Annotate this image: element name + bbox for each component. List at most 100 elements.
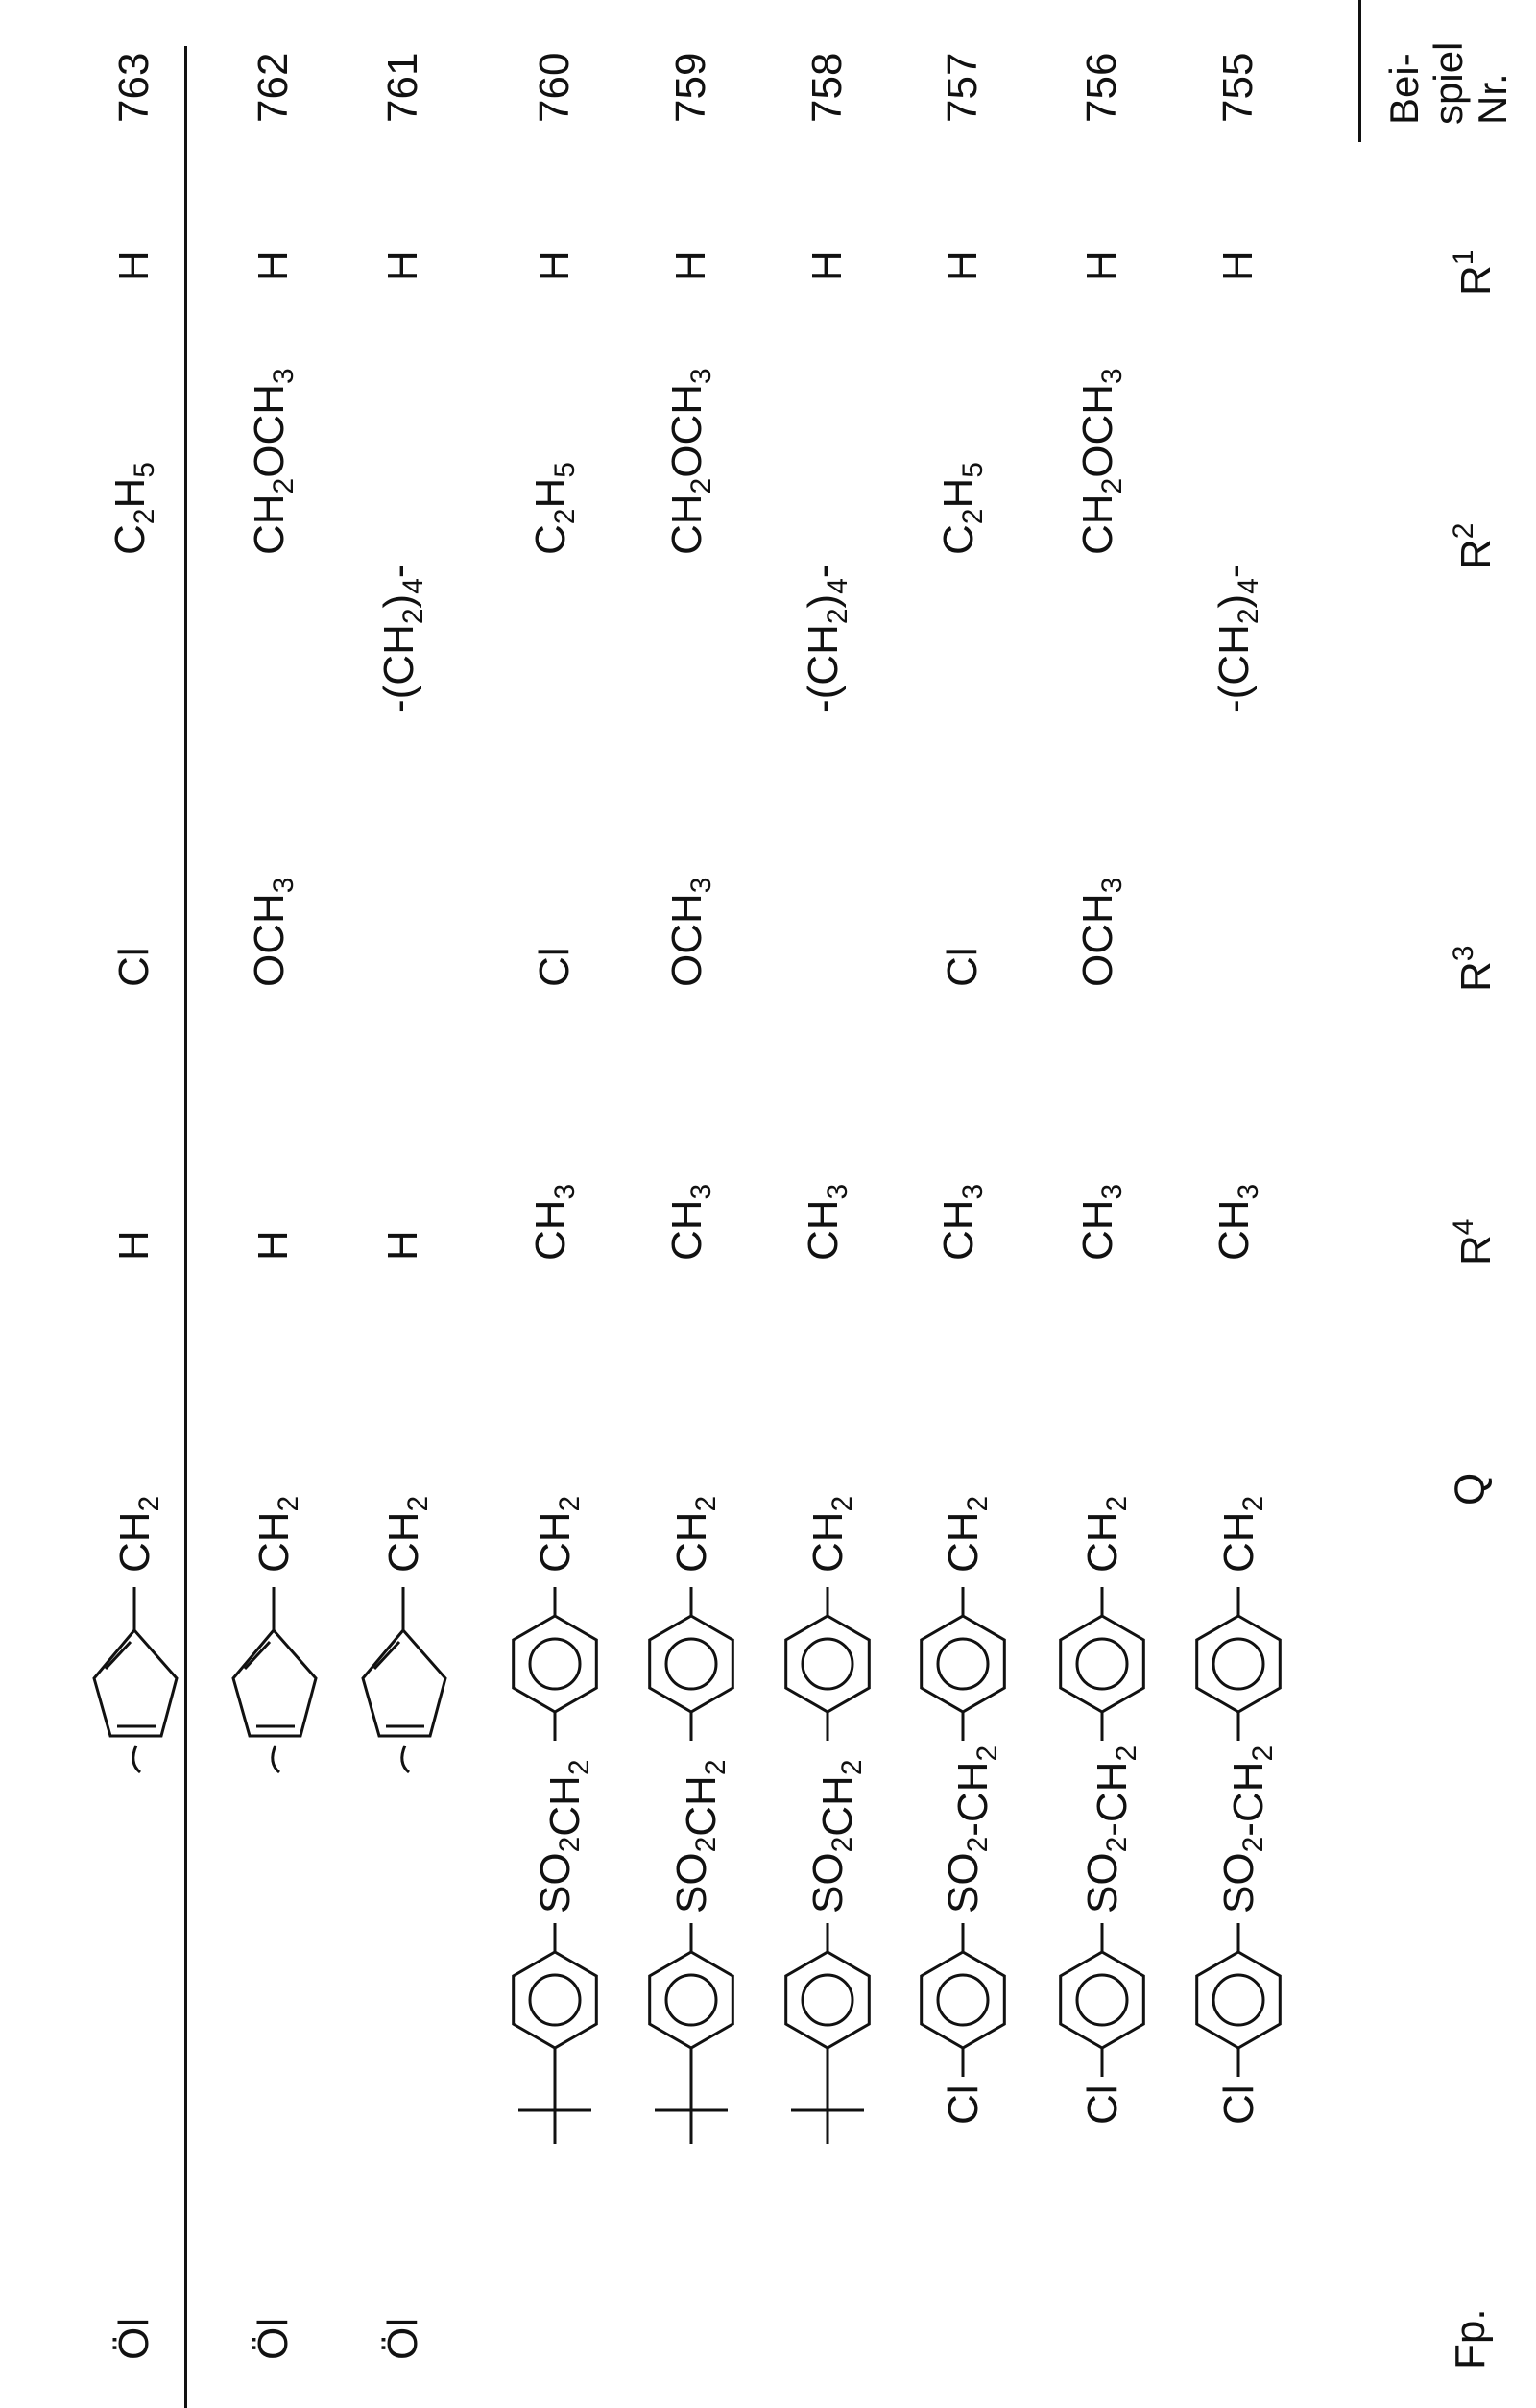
q-sulfonyl-methylene: SO2-CH2 [1215,1746,1279,1914]
q-structure-svg: CH2SO2CH2 [770,1457,885,2245]
r4-value: CH3 [666,1184,716,1261]
q-ch2-prefix: CH2 [1079,1496,1133,1573]
example-number: 762 [252,53,295,123]
header-r4: R4 [1450,1219,1498,1265]
r3-value: Cl [113,947,156,987]
q-ch2-prefix: CH2 [251,1496,304,1573]
example-number: 760 [534,53,576,123]
q-sulfonyl-methylene: SO2CH2 [668,1759,732,1914]
q-phenyl-1-aromatic-circle [938,1639,988,1689]
r3-value: Cl [534,947,576,987]
header-r2: R2 [1450,523,1498,569]
q-cyclopentene-ring [363,1630,445,1736]
q-phenyl-2-aromatic-circle [1077,1975,1127,2025]
q-ch2-prefix: CH2 [668,1496,722,1573]
r1-value: H [806,251,849,281]
q-structure: CH2 [346,1457,461,2245]
q-structure-svg: CH2 [216,1457,331,2245]
r4-value: CH3 [1077,1184,1127,1261]
r4-value: CH3 [938,1184,988,1261]
q-phenyl-2-ring [514,1952,597,2048]
q-ch2-prefix: CH2 [380,1496,434,1573]
header-r1: R1 [1450,250,1498,296]
q-structure-svg: CH2SO2-CH2Cl [1044,1457,1160,2245]
r2-value: C2H5 [109,462,159,555]
example-number: 757 [942,53,984,123]
r4-value: H [252,1230,295,1261]
header-r2-letter: R [1452,539,1500,569]
q-phenyl-2-ring [786,1952,870,2048]
header-example-line3: Nr. [1471,42,1515,125]
r1-value: H [670,251,712,281]
example-number: 756 [1081,53,1123,123]
q-ch2-prefix: CH2 [804,1496,858,1573]
q-structure-svg: CH2 [77,1457,192,2245]
header-r4-letter: R [1452,1235,1500,1265]
q-attachment-wave [133,1746,140,1772]
q-cyclopentene-ring [94,1630,177,1736]
r3-value: OCH3 [1077,878,1127,987]
q-phenyl-1-ring [1197,1616,1281,1712]
q-ch2-prefix: CH2 [111,1496,165,1573]
q-double-bond [245,1642,270,1669]
q-phenyl-1-aromatic-circle [1213,1639,1263,1689]
q-phenyl-1-ring [514,1616,597,1712]
header-example-nr: Bei- spiel Nr. [1382,42,1515,125]
r4-value: H [382,1230,424,1261]
example-number: 759 [670,53,712,123]
q-phenyl-2-ring [922,1952,1005,2048]
example-number: 758 [806,53,849,123]
r4-value: CH3 [530,1184,580,1261]
r1-value: H [534,251,576,281]
header-r1-letter: R [1452,265,1500,296]
q-ch2-prefix: CH2 [1215,1496,1269,1573]
q-chloro: Cl [1215,2084,1262,2125]
r4-value: H [113,1230,156,1261]
r1-value: H [113,251,156,281]
r1-value: H [1217,251,1260,281]
q-chloro: Cl [1079,2084,1126,2125]
q-phenyl-1-ring [650,1616,733,1712]
q-structure-svg: CH2SO2CH2 [634,1457,749,2245]
header-r1-sup: 1 [1448,250,1479,266]
q-attachment-wave [402,1746,409,1772]
q-phenyl-1-aromatic-circle [1077,1639,1127,1689]
q-structure: CH2SO2CH2 [770,1457,885,2245]
q-structure-svg: CH2SO2-CH2Cl [1181,1457,1296,2245]
q-phenyl-1-ring [786,1616,870,1712]
r1-value: H [942,251,984,281]
r1-value: H [252,251,295,281]
r2-r3-bridge: -(CH2)4- [1213,564,1263,713]
header-example-line2: spiel [1427,42,1471,125]
example-number: 761 [382,53,424,123]
q-structure-svg: CH2 [346,1457,461,2245]
header-q: Q [1450,1473,1492,1505]
q-ch2-prefix: CH2 [532,1496,586,1573]
header-r3: R3 [1450,946,1498,992]
q-sulfonyl-methylene: SO2-CH2 [940,1746,1003,1914]
q-phenyl-2-aromatic-circle [1213,1975,1263,2025]
header-example-line1: Bei- [1382,42,1427,125]
q-phenyl-2-aromatic-circle [666,1975,716,2025]
q-phenyl-2-aromatic-circle [530,1975,580,2025]
q-ch2-prefix: CH2 [940,1496,994,1573]
r2-value: CH2OCH3 [1077,368,1127,555]
example-number: 755 [1217,53,1260,123]
r3-value: OCH3 [666,878,716,987]
q-structure: CH2SO2CH2 [634,1457,749,2245]
r1-value: H [1081,251,1123,281]
melting-point: Öl [252,2318,295,2360]
q-phenyl-2-aromatic-circle [803,1975,852,2025]
q-structure: CH2 [77,1457,192,2245]
melting-point: Öl [113,2318,156,2360]
q-phenyl-2-ring [1197,1952,1281,2048]
r2-value: C2H5 [530,462,580,555]
r4-value: CH3 [803,1184,852,1261]
nr-column-rule [1358,0,1361,142]
r2-r3-bridge: -(CH2)4- [378,564,428,713]
r3-value: OCH3 [249,878,299,987]
q-phenyl-1-aromatic-circle [530,1639,580,1689]
q-sulfonyl-methylene: SO2CH2 [532,1759,595,1914]
q-phenyl-2-ring [1061,1952,1144,2048]
